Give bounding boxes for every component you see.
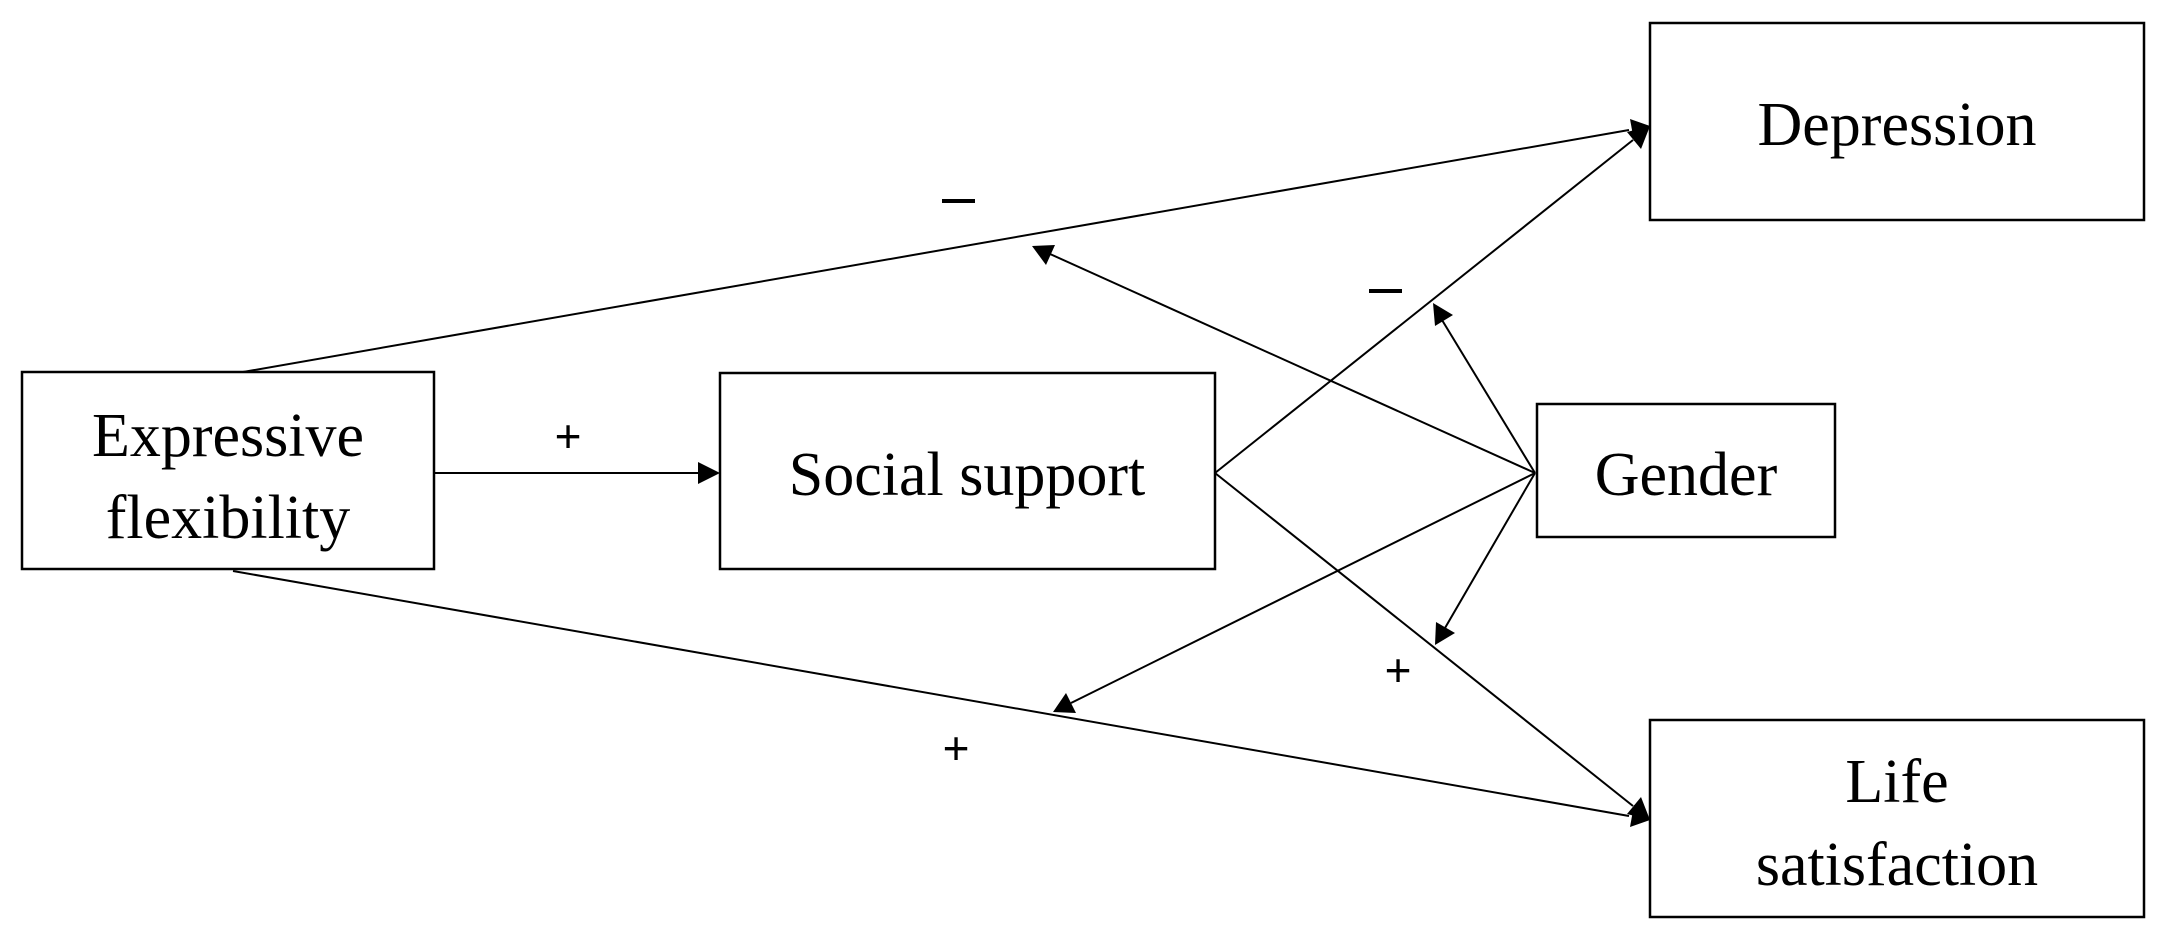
arrowhead-ss-to-life-satisfaction [1627,797,1650,820]
moderation-gender-to-ef-depression [1049,253,1536,474]
edge-signs: + − − + + [555,199,1412,774]
node-gender: Gender [1535,402,1837,539]
node-label-gender: Gender [1595,441,1778,509]
edges [232,119,1650,827]
moderation-gender-to-ef-life-satisfaction [1070,472,1536,704]
node-depression: Depression [1648,21,2146,222]
node-label-depression: Depression [1758,91,2037,159]
moderation-arrowhead-ss-depression [1433,303,1453,326]
node-box-gender [1535,402,1837,539]
node-box-expressive-flexibility [20,370,436,571]
edge-ss-to-life-satisfaction [1214,472,1634,807]
moderation-arrowhead-ef-depression [1032,245,1055,265]
arrowhead-ss-to-depression [1627,126,1650,149]
sign-ef-to-depression-text: − [958,209,959,211]
node-label-social-support: Social support [789,441,1145,509]
node-social-support: Social support [718,371,1217,571]
moderation-gender-to-ss-life-satisfaction [1444,472,1536,629]
node-label-life-satisfaction-line1: Life [1845,748,1948,816]
node-label-life-satisfaction-line2: satisfaction [1756,831,2038,899]
node-box-social-support [718,371,1217,571]
node-life-satisfaction: Life satisfaction [1648,718,2146,919]
sign-ef-to-life-satisfaction: + [943,722,970,774]
sign-ef-to-ss: + [555,410,582,462]
moderation-gender-to-ss-depression [1441,319,1536,474]
node-label-expressive-flexibility-line2: flexibility [106,484,351,552]
node-expressive-flexibility: Expressive flexibility [20,370,436,571]
sign-ss-to-depression-text: − [1385,299,1386,301]
moderation-arrowhead-ss-life-satisfaction [1435,622,1455,645]
node-box-depression [1648,21,2146,222]
edge-ss-to-depression [1214,139,1634,474]
sign-ef-to-depression [942,199,975,203]
arrowhead-ef-to-ss [698,462,720,484]
edge-ef-to-life-satisfaction [232,570,1630,817]
node-box-life-satisfaction [1648,718,2146,919]
moderation-arrowhead-ef-life-satisfaction [1053,693,1076,713]
sign-ss-to-depression [1369,289,1402,293]
node-label-expressive-flexibility-line1: Expressive [92,402,364,470]
sign-ss-to-life-satisfaction: + [1385,644,1412,696]
edge-ef-to-depression [242,129,1630,373]
